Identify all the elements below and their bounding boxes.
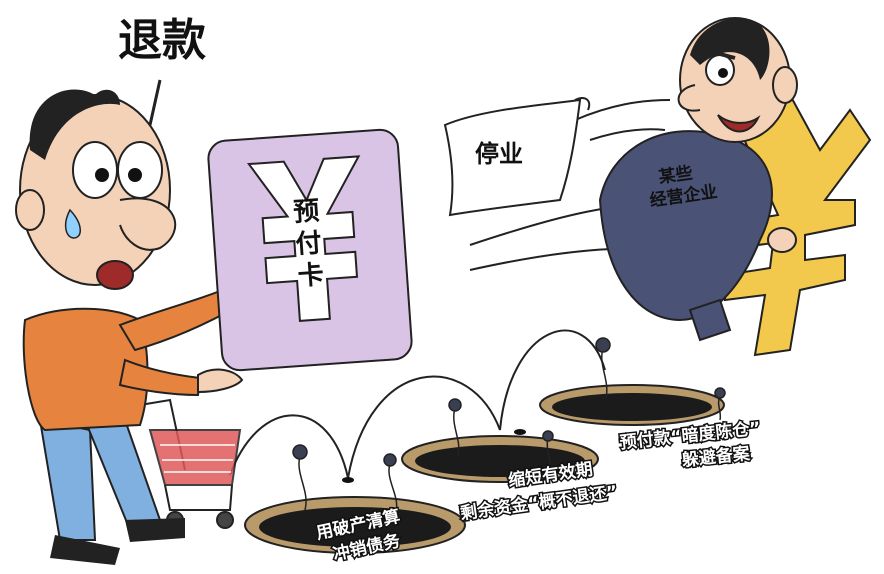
hole-2-label-line2: 剩余资金“概不退还” — [459, 481, 619, 524]
card-text-line2: 付 — [295, 228, 323, 260]
card-text-line3: 卡 — [297, 260, 325, 292]
hole-2 — [401, 435, 599, 483]
customer-man — [15, 89, 259, 565]
prepaid-card — [207, 128, 413, 372]
bounce-dots — [342, 429, 526, 483]
hole-3-label-line2: 躲避备案 — [681, 443, 752, 471]
hole-3 — [539, 384, 725, 426]
speech-text: 退款 — [118, 15, 206, 66]
bounce-arcs — [229, 329, 606, 479]
closure-banner — [443, 97, 591, 217]
businessman-label-line1: 某些 — [657, 162, 694, 188]
card-text-line1: 预 — [292, 196, 320, 228]
smoke-wisps — [292, 337, 726, 513]
businessman — [598, 17, 872, 357]
businessman-suit — [598, 130, 773, 322]
shopping-cart — [139, 398, 242, 529]
speech-tick — [148, 79, 162, 126]
hole-1 — [244, 496, 466, 554]
yuan-symbol-icon — [246, 155, 361, 322]
banner-text: 停业 — [475, 140, 523, 168]
